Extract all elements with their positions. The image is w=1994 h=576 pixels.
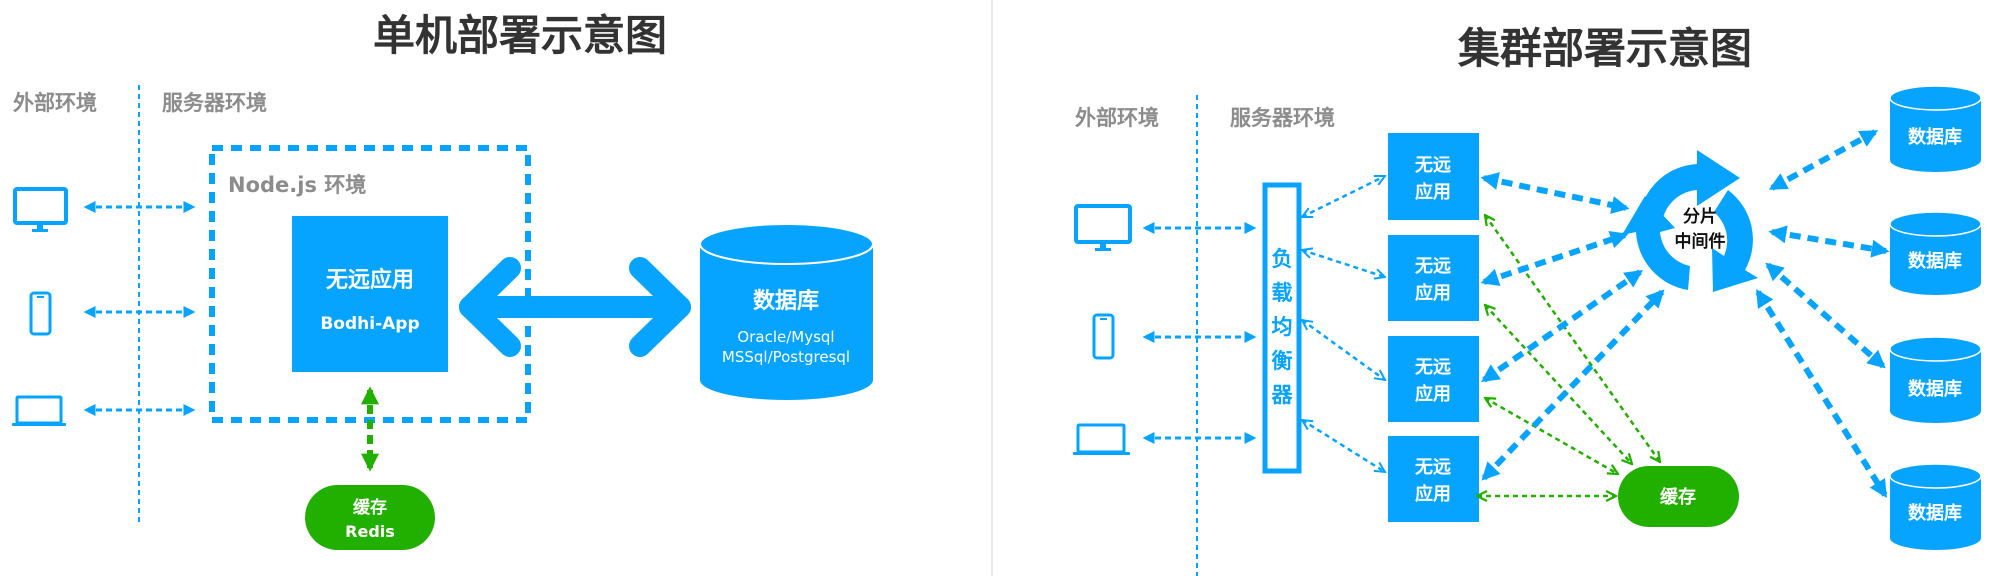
cache-pill bbox=[1618, 466, 1739, 527]
middleware-db-arrow bbox=[1768, 129, 1879, 191]
lb-char: 负 bbox=[1272, 247, 1293, 271]
middleware-label-line1: 分片 bbox=[1683, 206, 1717, 227]
middleware-db-arrow bbox=[1765, 262, 1886, 369]
app-middleware-arrow bbox=[1480, 172, 1630, 214]
cache-pill bbox=[305, 485, 435, 550]
app-label: 应用 bbox=[1415, 282, 1451, 304]
app-db-arrow bbox=[459, 257, 691, 357]
app-instance: 无远 应用 bbox=[1388, 133, 1479, 220]
app-label: 应用 bbox=[1415, 383, 1451, 405]
cache-name: 缓存 bbox=[1660, 486, 1696, 508]
phone-icon bbox=[29, 291, 52, 336]
phone-icon bbox=[1092, 313, 1115, 360]
load-balancer-label: 负 载 均 衡 器 bbox=[1271, 247, 1294, 407]
external-env-label: 外部环境 bbox=[1075, 106, 1159, 130]
database-name: 数据库 bbox=[1908, 502, 1962, 524]
app-box bbox=[292, 216, 448, 372]
server-env-label: 服务器环境 bbox=[162, 91, 267, 115]
cache-subtitle: Redis bbox=[345, 522, 395, 541]
monitor-icon bbox=[1074, 204, 1132, 251]
app-instance: 无远 应用 bbox=[1388, 336, 1479, 422]
app-instance: 无远 应用 bbox=[1388, 436, 1479, 522]
lb-char: 均 bbox=[1272, 315, 1293, 339]
single-deployment: 单机部署示意图 外部环境 服务器环境 Node.js 环境 无远应用 Bodhi… bbox=[12, 11, 874, 550]
app-subtitle: Bodhi-App bbox=[320, 314, 419, 334]
app-middleware-arrow bbox=[1481, 289, 1665, 481]
database-cylinder: 数据库 bbox=[1889, 85, 1982, 172]
app-label: 应用 bbox=[1415, 483, 1451, 505]
lb-app-arrow bbox=[1302, 320, 1385, 380]
laptop-icon bbox=[1073, 423, 1130, 455]
app-label: 无远 bbox=[1415, 155, 1451, 176]
lb-app-arrow bbox=[1302, 250, 1385, 277]
middleware-db-arrow bbox=[1768, 225, 1890, 258]
nodejs-env-label: Node.js 环境 bbox=[228, 173, 366, 197]
middleware-label-line2: 中间件 bbox=[1675, 231, 1726, 252]
external-env-label: 外部环境 bbox=[13, 91, 97, 115]
database-cylinder: 数据库 bbox=[1889, 463, 1982, 550]
middleware-db-arrow bbox=[1755, 288, 1888, 499]
lb-char: 载 bbox=[1272, 281, 1293, 305]
app-name: 无远应用 bbox=[326, 267, 414, 293]
app-middleware-arrow bbox=[1481, 269, 1643, 383]
database-cylinder bbox=[699, 223, 874, 400]
database-types-line1: Oracle/Mysql bbox=[737, 328, 834, 346]
cluster-title: 集群部署示意图 bbox=[1457, 24, 1752, 73]
app-label: 无远 bbox=[1415, 457, 1451, 478]
app-label: 无远 bbox=[1415, 256, 1451, 277]
lb-app-arrow bbox=[1302, 420, 1385, 472]
app-label: 应用 bbox=[1415, 181, 1451, 203]
database-cylinder: 数据库 bbox=[1889, 336, 1982, 423]
server-env-label: 服务器环境 bbox=[1230, 106, 1335, 130]
app-instance: 无远 应用 bbox=[1388, 235, 1479, 321]
database-name: 数据库 bbox=[753, 288, 819, 314]
database-cylinder: 数据库 bbox=[1889, 211, 1982, 295]
database-name: 数据库 bbox=[1908, 378, 1962, 400]
cache-name: 缓存 bbox=[353, 497, 387, 518]
database-name: 数据库 bbox=[1908, 250, 1962, 272]
app-label: 无远 bbox=[1415, 357, 1451, 378]
lb-char: 衡 bbox=[1272, 349, 1293, 373]
single-title: 单机部署示意图 bbox=[373, 11, 667, 60]
cluster-deployment: 集群部署示意图 外部环境 服务器环境 负 载 均 衡 器 bbox=[1073, 24, 1982, 576]
lb-char: 器 bbox=[1271, 383, 1294, 407]
database-types-line2: MSSql/Postgresql bbox=[722, 348, 850, 366]
app-middleware-arrow bbox=[1480, 231, 1629, 286]
database-name: 数据库 bbox=[1908, 126, 1962, 148]
load-balancer-box bbox=[1262, 182, 1302, 474]
sharding-middleware-cycle-icon bbox=[1622, 150, 1758, 292]
monitor-icon bbox=[13, 187, 68, 232]
lb-app-arrow bbox=[1302, 174, 1385, 219]
laptop-icon bbox=[12, 395, 66, 426]
